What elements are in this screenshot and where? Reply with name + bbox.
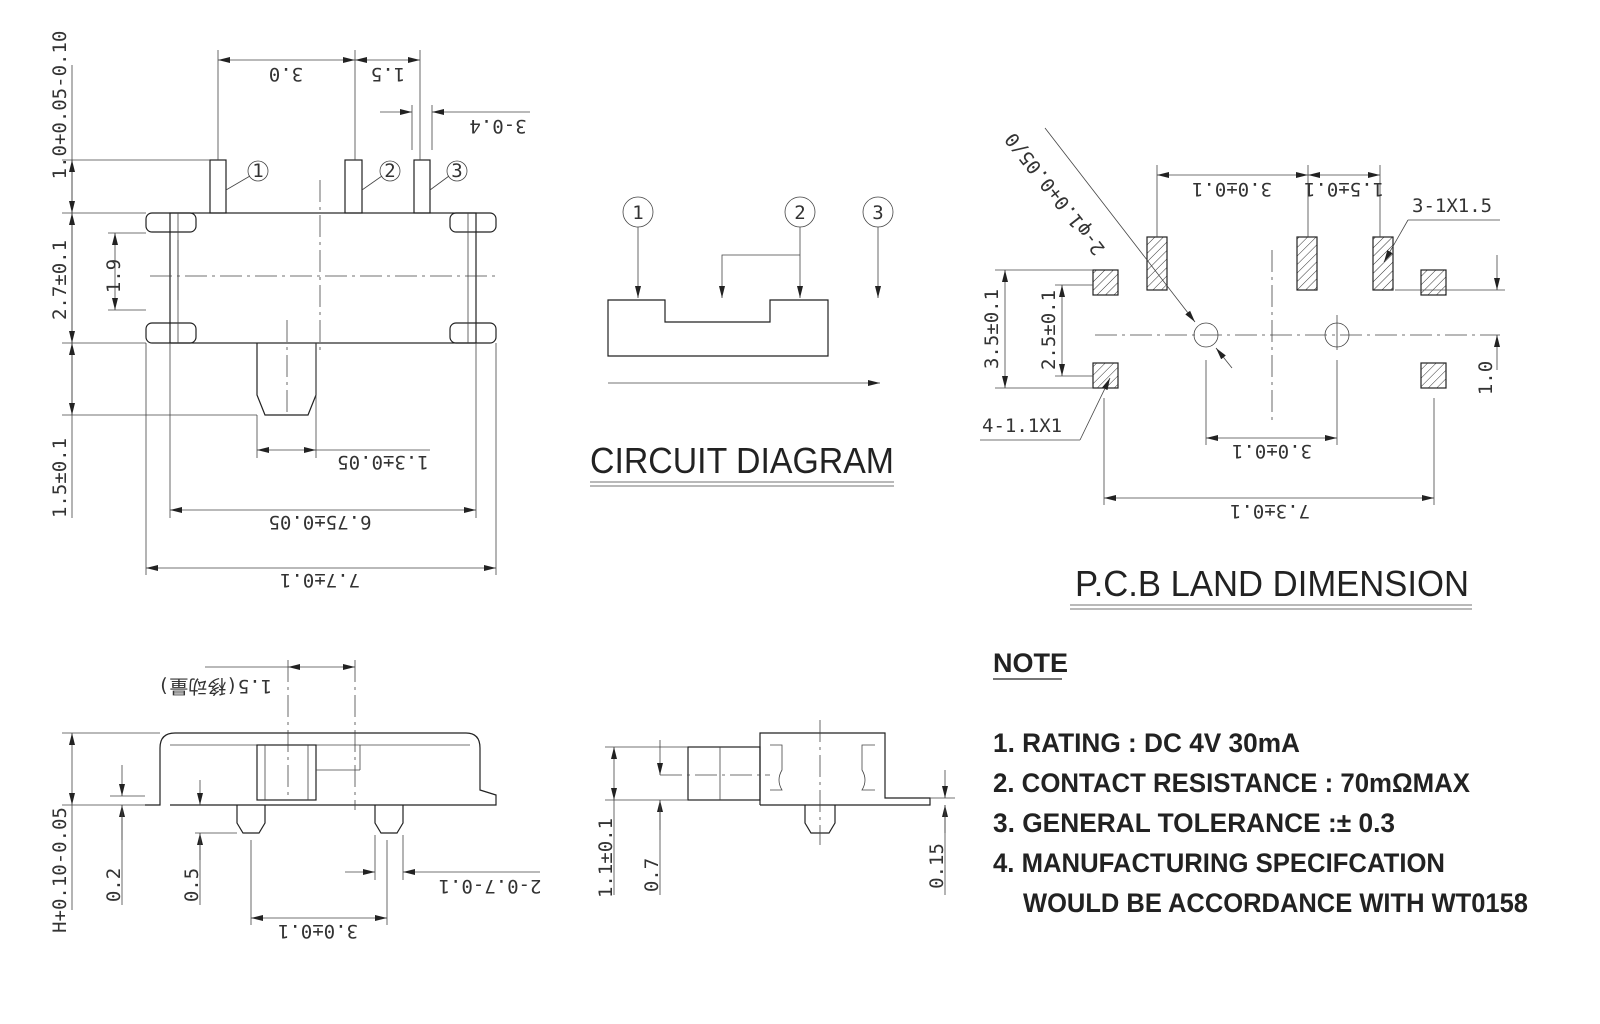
dim-label: H+0.10-0.05 <box>49 807 71 933</box>
dim-label: 3.0 <box>269 63 303 85</box>
pin-label: 2 <box>384 160 395 182</box>
switch-body <box>169 212 477 344</box>
dim-label: 3.0±0.1 <box>1192 178 1272 200</box>
dim-label: 3-0.4 <box>469 115 526 137</box>
note-item: 4. MANUFACTURING SPECIFCATION <box>993 848 1445 878</box>
dim-label: 2.7±0.1 <box>49 240 71 320</box>
dim-label: 7.7±0.1 <box>280 569 360 591</box>
pin-label: 1 <box>252 160 263 182</box>
dim-label: 1.9 <box>103 259 125 293</box>
corner-tab <box>449 212 497 233</box>
corner-tab <box>145 212 197 233</box>
dim-label: 0.2 <box>103 868 125 902</box>
circuit-diagram: 1 2 3 CIRCUIT DIAGRAM <box>590 196 894 487</box>
pcb-title: P.C.B LAND DIMENSION <box>1075 563 1469 604</box>
post <box>236 805 266 834</box>
note-item: 2. CONTACT RESISTANCE : 70mΩMAX <box>993 768 1470 798</box>
dim-label: 3.5±0.1 <box>981 289 1003 369</box>
slider-knob-side <box>256 744 317 801</box>
knob-end <box>687 746 761 801</box>
dim-label: 3-1X1.5 <box>1412 195 1492 217</box>
pcb-land-dimension: 3.0±0.1 1.5±0.1 3-1X1.5 2-φ1.0+0.05/0 3.… <box>980 127 1505 610</box>
dim-label: 2-0.7-0.1 <box>439 875 542 897</box>
dim-label: 1.5±0.1 <box>1304 178 1384 200</box>
dim-label: 7.3±0.1 <box>1230 500 1310 522</box>
notes-heading: NOTE <box>993 648 1068 678</box>
pin-1 <box>209 159 227 214</box>
slider-contact <box>607 299 829 357</box>
dim-label: 0.15 <box>926 843 948 889</box>
corner-tab <box>145 322 197 344</box>
dim-label: 3.0±0.1 <box>1232 440 1312 462</box>
corner-pad <box>1420 362 1447 389</box>
corner-pad <box>1092 362 1119 389</box>
terminal-label: 1 <box>632 202 643 224</box>
note-item: 1. RATING : DC 4V 30mA <box>993 728 1300 758</box>
pin-2 <box>344 159 363 214</box>
circuit-title: CIRCUIT DIAGRAM <box>590 440 894 481</box>
terminal-label: 2 <box>794 202 805 224</box>
corner-tab <box>449 322 497 344</box>
dim-label: 1.0 <box>1475 361 1497 395</box>
dim-label: 1.3±0.05 <box>337 451 429 473</box>
dim-label: 1.5 <box>371 63 405 85</box>
note-item: WOULD BE ACCORDANCE WITH WT0158 <box>1023 888 1528 918</box>
dim-label: 2.5±0.1 <box>1038 290 1060 370</box>
note-item: 3. GENERAL TOLERANCE :± 0.3 <box>993 808 1395 838</box>
dim-label: 1.0+0.05-0.10 <box>49 31 71 180</box>
notes: NOTE 1. RATING : DC 4V 30mA 2. CONTACT R… <box>993 648 1528 918</box>
end-view: 1.1±0.1 0.7 0.15 <box>595 720 955 898</box>
pin-3 <box>413 159 431 214</box>
pad <box>1372 236 1394 291</box>
dim-label: 6.75±0.05 <box>269 511 372 533</box>
post <box>374 805 404 834</box>
pin-label: 3 <box>451 160 462 182</box>
slider-knob <box>256 343 317 416</box>
switch-side-body <box>145 732 497 806</box>
pad <box>1296 236 1318 291</box>
terminal-label: 3 <box>872 202 883 224</box>
dim-label: 1.5(移动量) <box>158 675 272 697</box>
switch-end-body <box>759 732 931 806</box>
dim-label: 2-φ1.0+0.05/0 <box>1001 128 1110 259</box>
dim-label: 1.1±0.1 <box>595 818 617 898</box>
dim-label: 0.7 <box>641 858 663 892</box>
top-view: 1 2 3 3.0 1.5 3-0.4 1.0+0.05-0.10 2.7±0.… <box>49 31 530 591</box>
side-view: 1.5(移动量) H+0.10-0.05 0.2 0.5 2-0.7-0.1 3… <box>49 660 541 942</box>
dim-label: 3.0±0.1 <box>278 920 358 942</box>
dim-label: 1.5±0.1 <box>49 438 71 518</box>
pin-callouts: 1 2 3 <box>225 160 468 191</box>
corner-pad <box>1420 269 1447 296</box>
dim-label: 0.5 <box>181 868 203 902</box>
dim-label: 4-1.1X1 <box>982 415 1062 437</box>
corner-pad <box>1092 269 1119 296</box>
